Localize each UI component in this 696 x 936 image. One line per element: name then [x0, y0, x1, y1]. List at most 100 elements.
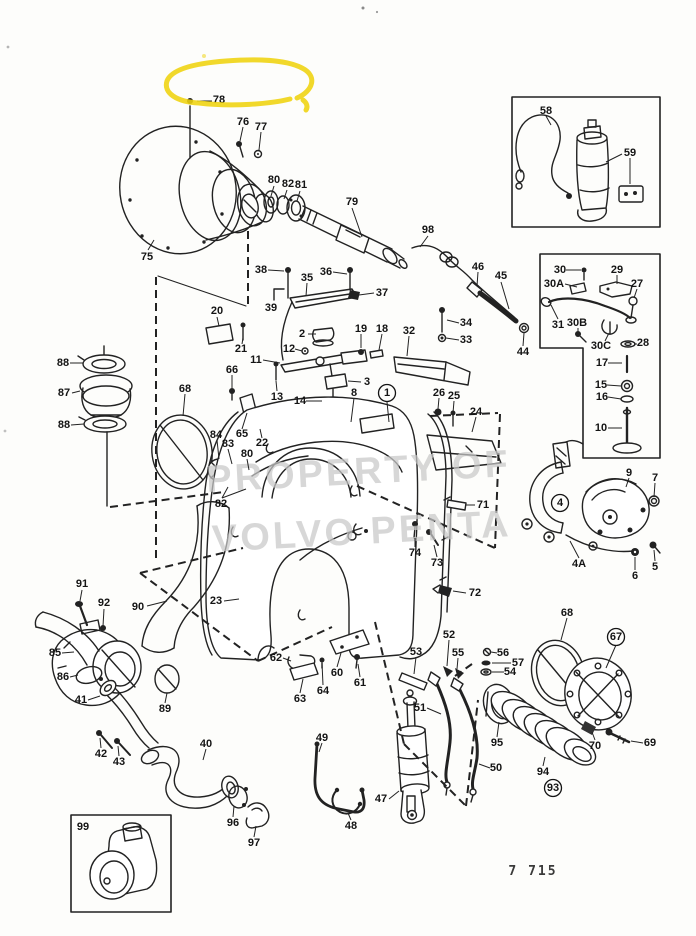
part-label-35: 35 — [301, 272, 313, 284]
part-label-9: 9 — [626, 467, 632, 479]
part-label-25: 25 — [448, 390, 460, 402]
part-label-88: 88 — [57, 357, 69, 369]
part-label-75: 75 — [141, 251, 153, 263]
leader-line — [147, 239, 155, 251]
brackets-60-64 — [287, 629, 370, 681]
leader-line — [569, 540, 580, 559]
leader-line — [452, 400, 455, 414]
part-label-82: 82 — [282, 178, 294, 190]
part-label-34: 34 — [460, 317, 473, 329]
leader-line — [318, 742, 323, 753]
part-label-58: 58 — [540, 105, 552, 117]
part-label-33: 33 — [460, 334, 472, 346]
suspension-fork-4 — [521, 441, 634, 553]
leader-line — [232, 805, 235, 818]
part-label-87: 87 — [58, 387, 70, 399]
leader-line — [653, 482, 656, 498]
dashed-alignment-lines — [109, 231, 501, 807]
leader-line — [350, 397, 355, 423]
leader-line — [69, 674, 79, 678]
leader-line — [413, 656, 417, 675]
leader-line — [358, 292, 375, 296]
steering-cable-98 — [411, 244, 530, 334]
leader-line — [550, 304, 559, 320]
part-label-76: 76 — [237, 116, 249, 128]
part-label-21: 21 — [235, 343, 247, 355]
leader-line — [258, 131, 262, 151]
part-label-20: 20 — [211, 305, 223, 317]
leader-line — [357, 663, 361, 678]
part-label-4A: 4A — [572, 558, 586, 570]
part-label-50: 50 — [490, 762, 502, 774]
part-label-29: 29 — [611, 264, 623, 276]
leader-line — [216, 439, 220, 460]
part-label-44: 44 — [517, 346, 530, 358]
leader-line — [653, 549, 656, 562]
leader-line — [227, 448, 233, 465]
leader-line — [406, 335, 410, 357]
leader-line — [426, 707, 442, 715]
part-label-57: 57 — [512, 657, 524, 669]
part-label-61: 61 — [354, 677, 366, 689]
part-label-93: 93 — [547, 782, 559, 794]
part-label-26: 26 — [433, 387, 445, 399]
part-label-63: 63 — [294, 693, 306, 705]
part-label-80: 80 — [268, 174, 280, 186]
leader-line — [270, 185, 275, 197]
leader-line — [253, 825, 257, 838]
leader-line — [71, 390, 81, 394]
leader-line — [446, 319, 460, 324]
part-label-91: 91 — [76, 578, 88, 590]
part-label-55: 55 — [452, 647, 464, 659]
part-label-38: 38 — [255, 264, 267, 276]
leader-line — [146, 600, 168, 607]
part-label-30: 30 — [554, 264, 566, 276]
inset-box-99 — [70, 814, 172, 913]
bellows-stack-88-87 — [77, 345, 133, 507]
part-label-51: 51 — [414, 702, 426, 714]
leader-line — [102, 608, 105, 627]
leader-line — [496, 721, 500, 738]
part-label-52: 52 — [443, 629, 455, 641]
part-label-18: 18 — [376, 323, 388, 335]
part-label-36: 36 — [320, 266, 332, 278]
leader-line — [239, 126, 244, 142]
part-label-8: 8 — [351, 387, 357, 399]
part-label-1: 1 — [384, 387, 390, 399]
leader-line — [478, 763, 491, 769]
part-label-circle-67 — [606, 627, 626, 647]
leader-line — [433, 544, 438, 558]
part-label-30B: 30B — [567, 317, 587, 329]
part-label-69: 69 — [644, 737, 656, 749]
leader-line — [605, 153, 623, 163]
leader-line — [471, 416, 477, 433]
trim-cylinder-47 — [313, 647, 492, 824]
part-label-48: 48 — [345, 820, 357, 832]
part-label-81: 81 — [295, 179, 307, 191]
figure-number: 7 715 — [508, 864, 557, 879]
part-label-2: 2 — [299, 328, 305, 340]
part-label-10: 10 — [595, 422, 607, 434]
leader-line — [500, 281, 510, 310]
part-label-60: 60 — [331, 667, 343, 679]
leader-line — [221, 488, 247, 499]
part-label-94: 94 — [537, 766, 550, 778]
diagram-artwork — [3, 6, 661, 913]
bellows-flange-group — [482, 639, 632, 766]
part-label-17: 17 — [596, 357, 608, 369]
part-label-11: 11 — [250, 354, 262, 366]
part-label-70: 70 — [589, 740, 601, 752]
part-label-97: 97 — [248, 837, 260, 849]
part-label-66: 66 — [226, 364, 238, 376]
leader-line — [347, 380, 362, 383]
leader-line — [275, 380, 278, 392]
leader-line — [332, 271, 348, 275]
leader-line — [267, 269, 285, 272]
part-label-53: 53 — [410, 646, 422, 658]
part-label-68: 68 — [561, 607, 573, 619]
leader-line — [246, 458, 250, 471]
scan-specks — [3, 6, 379, 433]
steering-arm-cluster — [205, 267, 502, 471]
leader-line — [70, 423, 85, 426]
leader-line — [216, 316, 220, 327]
